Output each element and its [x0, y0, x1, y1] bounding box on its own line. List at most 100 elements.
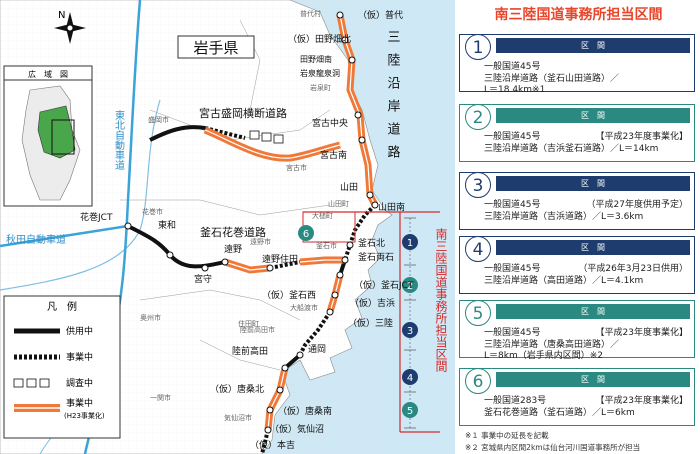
- svg-text:4: 4: [407, 373, 413, 384]
- inset-title: 広 域 図: [28, 69, 68, 79]
- place-label: （仮）普代: [358, 9, 403, 21]
- regional-map: 1 2 3 4 5 6 岩手県 宮古盛岡横断道路 釜石花巻道路 秋田自動車道 東…: [0, 0, 455, 454]
- section-header: 区 間: [496, 304, 690, 319]
- footnote-2: ※２ 宮城県内区間2kmは仙台河川国道事務所が担当: [465, 443, 641, 452]
- section-card-4: 4 区 間 一般国道45号 （平成26年3月23日供用） 三陸沿岸道路（高田道路…: [459, 236, 695, 294]
- route-name: 一般国道45号: [484, 264, 541, 274]
- legend-label-h23: 事業中: [66, 397, 93, 409]
- interchanges: [124, 11, 379, 434]
- route-name: 一般国道45号: [484, 132, 541, 142]
- section-length: L＝8km（岩手県内区間）※2: [484, 351, 603, 361]
- section-header: 区 間: [496, 108, 690, 123]
- legend-survey-swatch: [13, 378, 50, 388]
- road-name: 三陸沿岸道路（高田道路）／L＝4.1km: [484, 276, 644, 286]
- section-header: 区 間: [496, 372, 690, 387]
- place-label: 盛岡市: [148, 115, 169, 124]
- place-label: （仮）吉浜: [350, 297, 395, 309]
- section-note: （平成26年3月23日供用）: [578, 264, 688, 274]
- legend-label-open: 供用中: [66, 325, 93, 337]
- place-label: 通岡: [308, 344, 326, 355]
- place-label: 大槌町: [312, 211, 333, 220]
- place-label: 大船渡市: [290, 303, 318, 312]
- section-note: 【平成23年度事業化】: [595, 396, 688, 406]
- place-label: （仮）釜石JCT: [354, 279, 414, 291]
- route-name: 一般国道45号: [484, 62, 541, 72]
- section-marker-5: 5: [402, 402, 418, 418]
- legend-sublabel-h23: (H23事業化): [64, 411, 105, 420]
- place-label: 東和: [158, 219, 176, 231]
- footnote-1: ※１ 事業中の延長を記載: [465, 431, 549, 440]
- section-header: 区 間: [496, 176, 690, 191]
- inset-map: 広 域 図: [3, 65, 93, 207]
- route-name: 一般国道45号: [484, 328, 541, 338]
- svg-text:1: 1: [407, 238, 413, 249]
- section-marker-2: 2: [402, 277, 418, 293]
- route-name: 一般国道45号: [484, 200, 541, 210]
- panel-title: 南三陸国道事務所担当区間: [494, 7, 663, 23]
- road-name: 三陸沿岸道路（吉浜釜石道路）／L＝14km: [484, 144, 659, 154]
- place-label: 遠野: [224, 243, 242, 255]
- legend-label-construction: 事業中: [66, 351, 93, 363]
- section-number: 6: [465, 368, 491, 394]
- section-note: 【平成23年度事業化】: [595, 132, 688, 142]
- sanriku-coastal-road-karakuwa-inner: [267, 367, 286, 431]
- place-label: （仮）釜石西: [262, 289, 316, 301]
- section-number: 3: [465, 172, 491, 198]
- place-label: （仮）田野畑北: [288, 33, 351, 45]
- place-label: 山田町: [328, 199, 349, 208]
- section-length: L＝18.4km※1: [484, 85, 546, 95]
- sanriku-coastal-road-kesennuma-construction: [260, 429, 270, 454]
- svg-text:5: 5: [407, 406, 413, 417]
- place-label: （仮）唐桑北: [210, 383, 264, 395]
- miyako-morioka-route-open: [149, 125, 206, 142]
- place-label: 宮守: [194, 273, 212, 285]
- survey-section-boxes: [249, 130, 284, 144]
- section-card-2: 2 区 間 一般国道45号 【平成23年度事業化】 三陸沿岸道路（吉浜釜石道路）…: [459, 104, 695, 162]
- section-marker-1: 1: [402, 234, 418, 250]
- kamaishi-hanamaki-route-section6-inner: [299, 259, 345, 263]
- section-header: 区 間: [496, 38, 690, 53]
- place-label: 山田南: [378, 201, 405, 213]
- road-name: 三陸沿岸道路（釜石山田道路）／: [484, 74, 620, 84]
- place-label: 遠野住田: [262, 253, 298, 265]
- place-label: （仮）三陸: [348, 317, 393, 329]
- section-marker-6: 6: [298, 225, 314, 241]
- place-label: 花巻JCT: [80, 211, 113, 223]
- section-number: 1: [465, 34, 491, 60]
- legend-label-survey: 調査中: [66, 377, 93, 389]
- inset-focus-box: [51, 119, 75, 155]
- compass-rose: N: [54, 10, 86, 44]
- section-card-1: 1 区 間 一般国道45号 三陸沿岸道路（釜石山田道路）／ L＝18.4km※1: [459, 34, 695, 95]
- place-label: 宮古中央: [312, 117, 348, 129]
- section-note: （平成27年度供用予定）: [586, 200, 688, 210]
- route-name: 一般国道283号: [484, 396, 547, 406]
- compass-north-label: N: [58, 10, 65, 21]
- svg-text:6: 6: [303, 229, 309, 240]
- road-name: 三陸沿岸道路（唐桑高田道路）／: [484, 340, 620, 350]
- place-label: （仮）気仙沼: [270, 423, 324, 435]
- place-label: 陸前高田: [232, 345, 268, 357]
- place-label: 宮古市: [286, 163, 307, 172]
- place-label: 山田: [340, 182, 358, 193]
- section-number: 2: [465, 104, 491, 130]
- place-label: 普代村: [300, 9, 321, 18]
- place-label: 田野畑南: [300, 54, 332, 64]
- svg-text:3: 3: [407, 326, 413, 337]
- section-marker-4: 4: [402, 369, 418, 385]
- miyako-morioka-route-h23-inner: [204, 129, 341, 159]
- place-label: 陸前高田市: [240, 325, 275, 334]
- place-label: 釜石市: [316, 241, 337, 250]
- section-marker-3: 3: [402, 322, 418, 338]
- jurisdiction-panel: 南三陸国道事務所担当区間 1 区 間 一般国道45号 三陸沿岸道路（釜石山田道路…: [455, 0, 700, 454]
- place-label: 住田町: [238, 319, 259, 328]
- section-note: 【平成23年度事業化】: [595, 328, 688, 338]
- place-label: 気仙沼市: [224, 413, 252, 422]
- section-header: 区 間: [496, 240, 690, 255]
- place-label: 岩泉龍泉洞: [300, 68, 340, 78]
- place-label: 釜石両石: [358, 251, 394, 263]
- tohoku-expressway-label: 東北自動車道: [113, 109, 125, 170]
- sanriku-road-vertical-label: 三陸沿岸道路: [385, 30, 401, 168]
- section-number: 4: [465, 236, 491, 262]
- kamaishi-hanamaki-route-label: 釜石花巻道路: [200, 225, 266, 239]
